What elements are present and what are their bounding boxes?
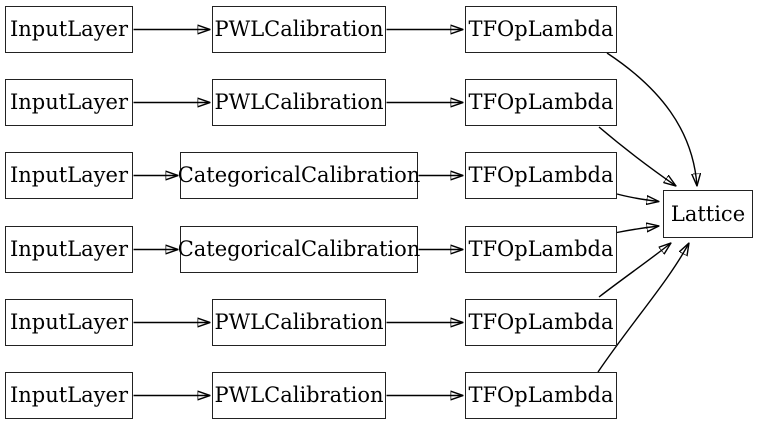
edge-lambda-to-lattice-row4 [616,226,659,234]
node-categorical-calibration-2: CategoricalCalibration [178,226,420,273]
node-input-layer-2: InputLayer [5,79,133,126]
node-tfop-lambda-5: TFOpLambda [465,299,617,346]
node-tfop-lambda-1: TFOpLambda [465,6,617,53]
node-pwl-calibration-4: PWLCalibration [212,372,386,419]
node-tfop-lambda-4: TFOpLambda [465,226,617,273]
node-lattice: Lattice [663,190,753,238]
edge-lambda-to-lattice-row1 [606,52,697,186]
node-input-layer-5: InputLayer [5,299,133,346]
edge-lambda-to-lattice-row3 [616,193,659,202]
node-tfop-lambda-6: TFOpLambda [465,372,617,419]
node-pwl-calibration-2: PWLCalibration [212,79,386,126]
edge-lambda-to-lattice-row6 [597,243,689,373]
node-tfop-lambda-2: TFOpLambda [465,79,617,126]
node-input-layer-6: InputLayer [5,372,133,419]
edge-lambda-to-lattice-row5 [598,243,671,298]
node-categorical-calibration-1: CategoricalCalibration [178,152,420,199]
node-tfop-lambda-3: TFOpLambda [465,152,617,199]
node-pwl-calibration-3: PWLCalibration [212,299,386,346]
node-input-layer-3: InputLayer [5,152,133,199]
edge-lambda-to-lattice-row2 [598,126,676,186]
node-input-layer-1: InputLayer [5,6,133,53]
node-pwl-calibration-1: PWLCalibration [212,6,386,53]
node-input-layer-4: InputLayer [5,226,133,273]
